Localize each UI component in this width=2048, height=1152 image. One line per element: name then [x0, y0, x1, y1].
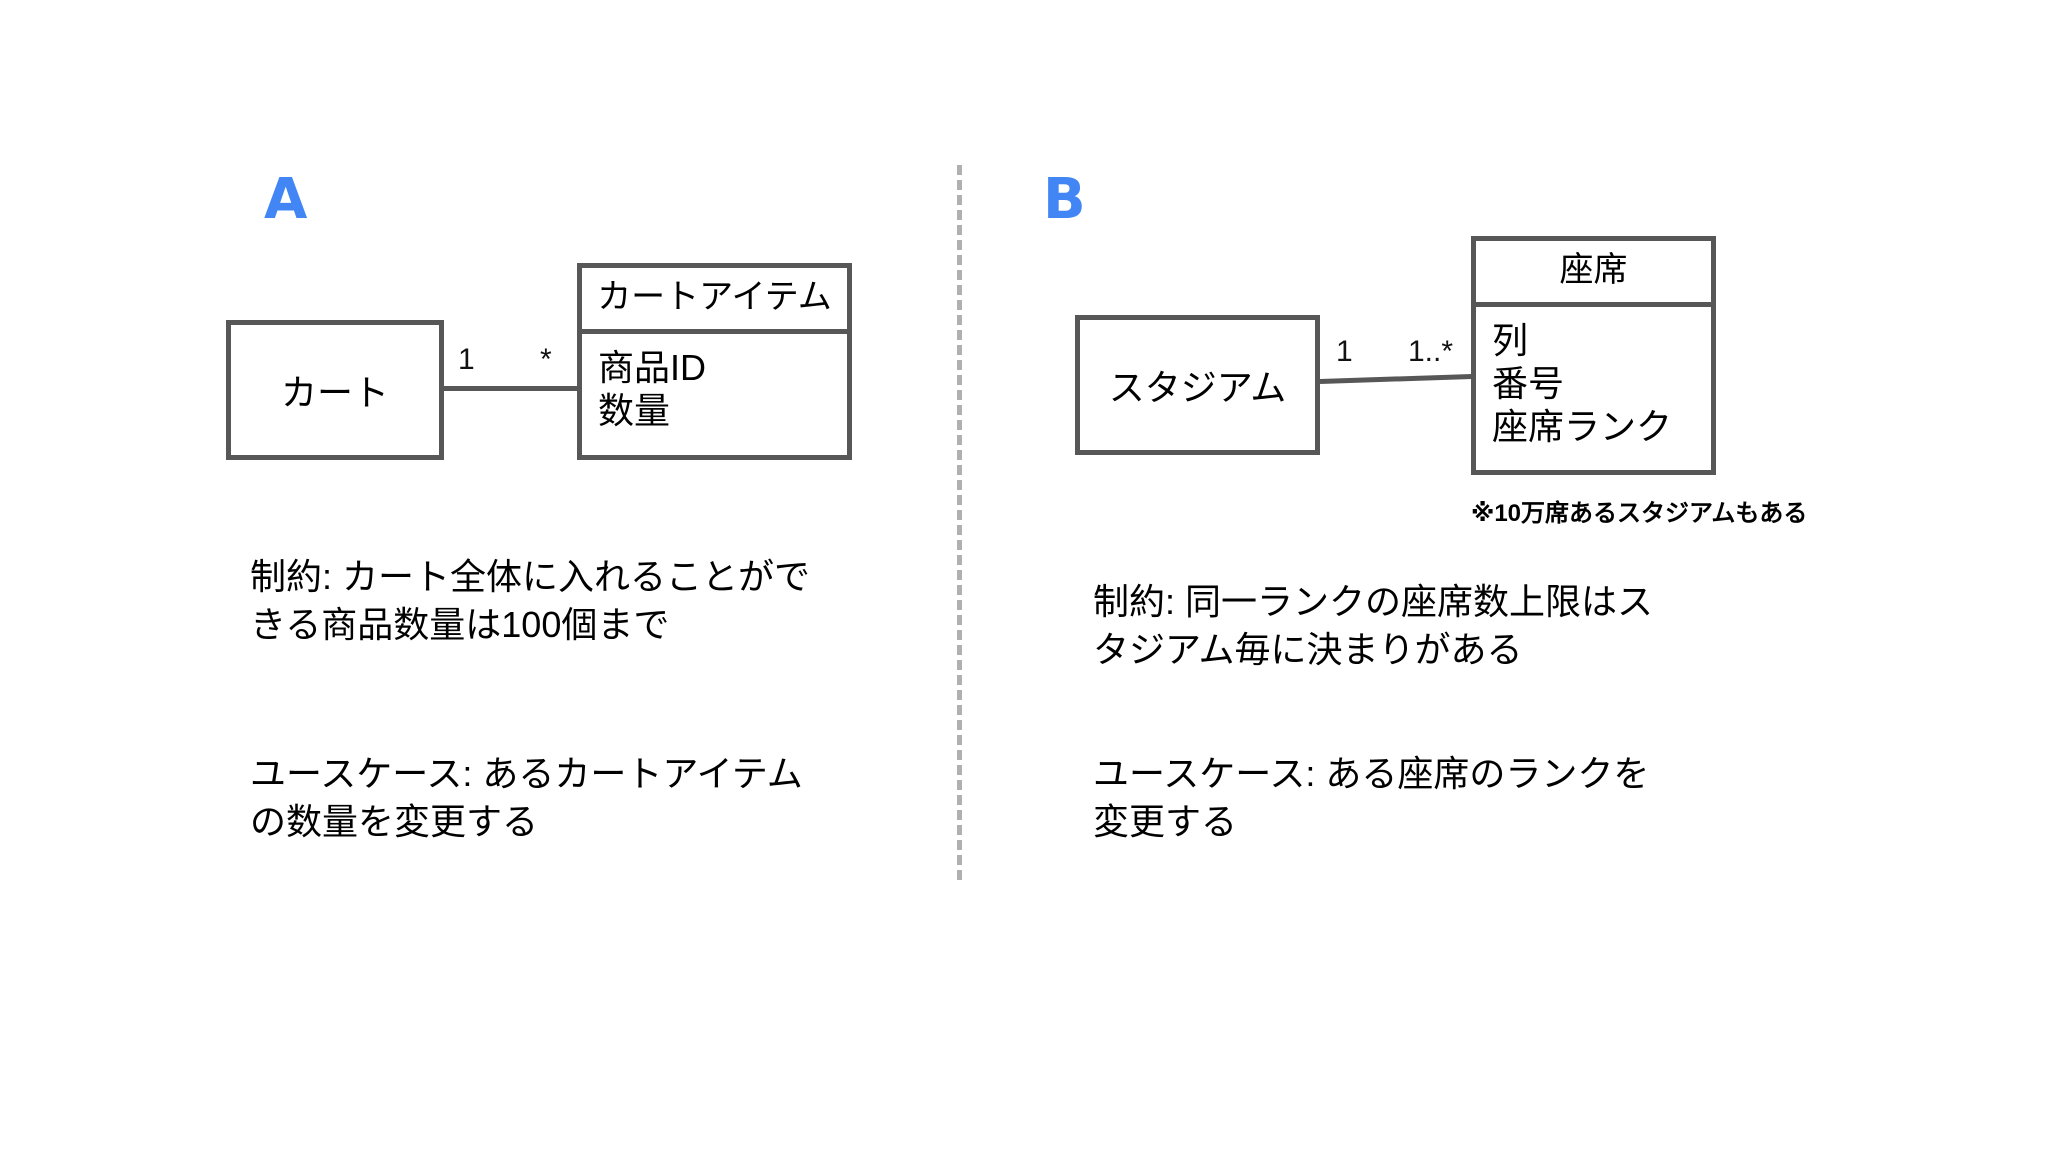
constraint-text-b: 制約: 同一ランクの座席数上限はス タジアム毎に決まりがある: [1093, 578, 1753, 673]
diagram-note-b: ※10万席あるスタジアムもある: [1471, 500, 1808, 527]
uml-attribute: 番号: [1492, 362, 1565, 404]
uml-class-box-seat[interactable]: 座席 列 番号 座席ランク: [1471, 236, 1716, 475]
multiplicity-right-a: *: [540, 343, 552, 376]
uml-class-name-seat: 座席: [1476, 241, 1711, 307]
multiplicity-right-b: 1..*: [1408, 335, 1454, 368]
usecase-line: ユースケース: あるカートアイテム: [250, 753, 803, 794]
uml-class-name-cart-item: カートアイテム: [582, 268, 847, 334]
panel-divider: [957, 165, 962, 880]
constraint-text-a: 制約: カート全体に入れることがで きる商品数量は100個まで: [250, 553, 890, 648]
constraint-line: 制約: 同一ランクの座席数上限はス: [1093, 581, 1654, 622]
panel-label-a: A: [264, 167, 308, 232]
uml-attribute: 座席ランク: [1492, 405, 1673, 447]
association-line-cart-cartitem: [444, 386, 577, 391]
usecase-line: 変更する: [1093, 800, 1238, 842]
usecase-line: の数量を変更する: [250, 800, 539, 842]
uml-class-box-stadium[interactable]: スタジアム: [1075, 315, 1320, 455]
uml-attribute: 数量: [598, 389, 671, 431]
uml-attributes-cart-item: 商品ID 数量: [582, 334, 847, 442]
uml-class-name-stadium: スタジアム: [1108, 367, 1287, 408]
constraint-line: タジアム毎に決まりがある: [1093, 628, 1523, 670]
usecase-text-b: ユースケース: ある座席のランクを 変更する: [1093, 750, 1753, 845]
constraint-line: きる商品数量は100個まで: [250, 603, 670, 645]
uml-class-name-cart: カート: [280, 372, 389, 413]
usecase-text-a: ユースケース: あるカートアイテム の数量を変更する: [250, 750, 890, 845]
usecase-line: ユースケース: ある座席のランクを: [1093, 753, 1650, 794]
uml-class-box-cart-item[interactable]: カートアイテム 商品ID 数量: [577, 263, 852, 460]
uml-attributes-seat: 列 番号 座席ランク: [1476, 307, 1711, 459]
constraint-line: 制約: カート全体に入れることがで: [250, 556, 811, 597]
multiplicity-left-b: 1: [1336, 335, 1353, 368]
panel-label-b: B: [1043, 167, 1086, 232]
uml-attribute: 列: [1492, 319, 1529, 361]
association-line-stadium-seat: [1319, 373, 1472, 384]
multiplicity-left-a: 1: [458, 343, 475, 376]
uml-class-box-cart[interactable]: カート: [226, 320, 444, 460]
uml-attribute: 商品ID: [598, 346, 707, 388]
